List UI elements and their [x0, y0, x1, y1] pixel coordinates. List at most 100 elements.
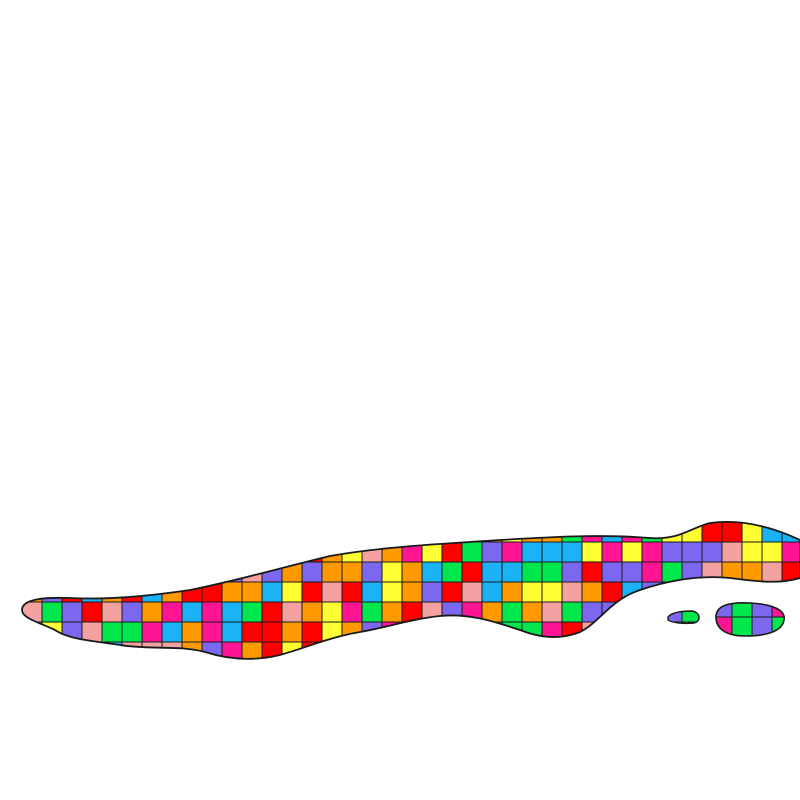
- mosaic-tile: [261, 521, 283, 543]
- mosaic-tile: [421, 581, 443, 603]
- mosaic-tile: [641, 601, 663, 623]
- mosaic-tile: [161, 601, 183, 623]
- mosaic-tile: [121, 621, 143, 643]
- mosaic-tile: [541, 621, 563, 643]
- mosaic-tile: [441, 521, 463, 523]
- mosaic-tile: [81, 521, 103, 523]
- mosaic-tile: [201, 521, 223, 543]
- mosaic-tile: [22, 662, 42, 682]
- mosaic-tile: [621, 641, 643, 659]
- mosaic-tile: [22, 621, 23, 643]
- mosaic-tile: [501, 581, 523, 603]
- mosaic-tile: [22, 581, 23, 603]
- mosaic-tile: [501, 541, 523, 563]
- mosaic-tile: [721, 521, 743, 523]
- mosaic-tile: [401, 581, 423, 603]
- mosaic-tile: [121, 561, 143, 583]
- mosaic-tile: [141, 601, 163, 623]
- mosaic-tile: [761, 581, 783, 603]
- mosaic-tile: [731, 616, 753, 636]
- mosaic-tile: [241, 521, 263, 523]
- mosaic-tile: [441, 561, 463, 583]
- mosaic-tile: [181, 621, 203, 643]
- mosaic-tile: [771, 616, 785, 636]
- mosaic-tile: [241, 601, 263, 623]
- mosaic-tile: [281, 521, 303, 543]
- mosaic-tile: [461, 621, 483, 643]
- mosaic-tile: [41, 541, 63, 563]
- mosaic-tile: [61, 521, 83, 543]
- mosaic-tile: [522, 662, 542, 682]
- mosaic-tile: [501, 561, 523, 583]
- mosaic-tile: [121, 521, 143, 543]
- mosaic-tile: [341, 641, 363, 659]
- mosaic-tile: [301, 561, 323, 583]
- mosaic-tile: [301, 581, 323, 603]
- mosaic-tile: [562, 662, 582, 682]
- mosaic-tile: [281, 621, 303, 643]
- mosaic-tile: [681, 581, 703, 603]
- mosaic-tile: [42, 662, 62, 682]
- mosaic-tile: [22, 521, 43, 543]
- mosaic-tile: [261, 541, 283, 563]
- mosaic-tile: [481, 521, 503, 543]
- mosaic-tile: [782, 662, 800, 682]
- mosaic-tile: [541, 561, 563, 583]
- mosaic-tile: [381, 521, 403, 543]
- mosaic-tile: [41, 521, 63, 543]
- mosaic-tile: [401, 561, 423, 583]
- mosaic-tile: [321, 521, 343, 543]
- mosaic-tile: [661, 521, 683, 543]
- mosaic-tile: [601, 621, 623, 643]
- mosaic-tile: [341, 561, 363, 583]
- mosaic-tile: [761, 561, 783, 583]
- mosaic-tile: [661, 561, 683, 583]
- mosaic-tile: [541, 541, 563, 563]
- mosaic-tile: [561, 561, 583, 583]
- mosaic-tile: [781, 641, 800, 659]
- mosaic-tile: [321, 521, 343, 523]
- mosaic-tile: [421, 621, 443, 643]
- mosaic-tile: [361, 521, 383, 523]
- mosaic-tile: [141, 541, 163, 563]
- mosaic-tile: [241, 521, 263, 543]
- mosaic-tile: [321, 581, 343, 603]
- mosaic-tile: [641, 521, 663, 523]
- mosaic-tile: [762, 662, 782, 682]
- mosaic-tile: [321, 541, 343, 563]
- mosaic-tile: [441, 581, 463, 603]
- mosaic-tile: [101, 521, 123, 543]
- mosaic-tile: [481, 581, 503, 603]
- mosaic-tile: [681, 621, 700, 624]
- mosaic-tile: [401, 521, 423, 523]
- mosaic-tile: [162, 662, 182, 682]
- mosaic-tile: [772, 637, 792, 657]
- mosaic-tile: [241, 581, 263, 603]
- mosaic-tile: [322, 662, 342, 682]
- mosaic-tile: [261, 621, 283, 643]
- mosaic-tile: [581, 581, 603, 603]
- mosaic-tile: [22, 521, 43, 523]
- mosaic-tile: [61, 601, 83, 623]
- mosaic-tile: [342, 662, 362, 682]
- mosaic-tile: [441, 541, 463, 563]
- mosaic-tile: [521, 601, 543, 623]
- mosaic-tile: [641, 641, 663, 659]
- mosaic-tile: [61, 641, 83, 659]
- mosaic-tile: [281, 541, 303, 563]
- mosaic-tile: [581, 621, 603, 643]
- mosaic-tile: [121, 581, 143, 603]
- mosaic-tile: [601, 521, 623, 523]
- mosaic-tile: [461, 641, 483, 659]
- mosaic-tile: [422, 662, 442, 682]
- mosaic-tile: [181, 601, 203, 623]
- mosaic-tile: [561, 581, 583, 603]
- mosaic-tile: [141, 561, 163, 583]
- mosaic-tile: [521, 641, 543, 659]
- mosaic-tile: [602, 662, 622, 682]
- mosaic-tile: [641, 561, 663, 583]
- mosaic-tile: [161, 521, 183, 543]
- mosaic-tile: [141, 641, 163, 659]
- mosaic-tile: [121, 521, 143, 523]
- mosaic-tile: [621, 521, 643, 543]
